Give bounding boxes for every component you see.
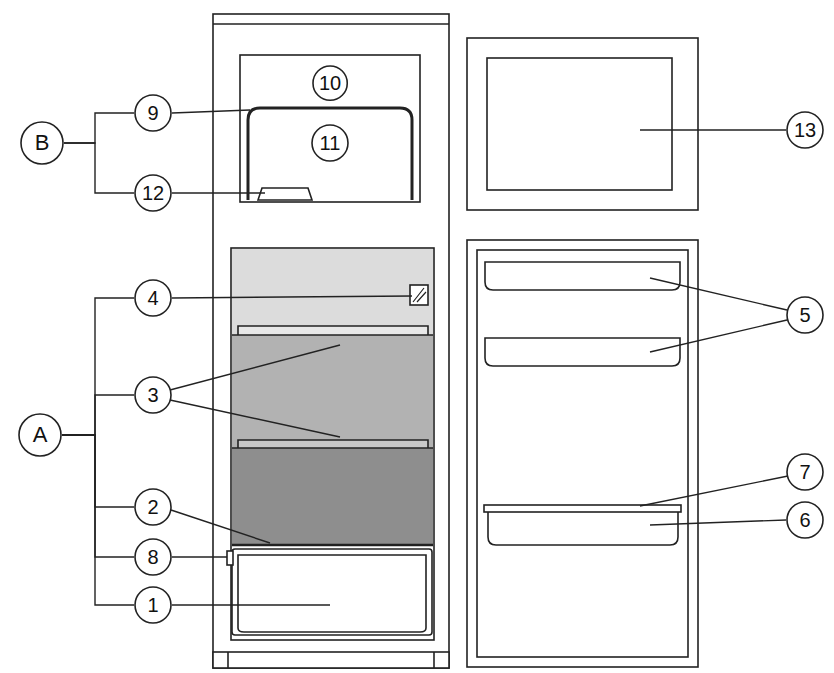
bracket-line — [64, 143, 134, 193]
fridge-door — [467, 240, 698, 667]
callout-number: 4 — [147, 288, 158, 308]
freezer-basket — [248, 108, 412, 200]
callout-number: 11 — [320, 133, 341, 153]
bracket-line — [62, 435, 134, 605]
callout-number: 12 — [142, 183, 164, 203]
callout-circle: 13 — [786, 111, 824, 149]
callout-circle: 10 — [312, 65, 348, 101]
door-shelf — [485, 262, 680, 290]
callout-number: 10 — [319, 73, 341, 93]
callout-number: 6 — [799, 510, 810, 530]
fridge-compartment — [231, 248, 434, 640]
glass-shelf — [238, 440, 428, 448]
crisper-drawer — [232, 549, 432, 635]
bracket-line — [62, 395, 134, 435]
callout-circle: 6 — [786, 501, 824, 539]
callout-circle: 12 — [134, 174, 172, 212]
bracket-line — [62, 298, 134, 435]
callout-number: 1 — [147, 595, 158, 615]
callout-circle: B — [20, 121, 64, 165]
callout-circle: 4 — [134, 279, 172, 317]
callout-circle: 8 — [134, 538, 172, 576]
freezer-compartment — [240, 55, 420, 202]
bracket-line — [62, 435, 134, 507]
freezer-door — [467, 38, 698, 210]
callout-number: A — [33, 424, 48, 446]
callout-circle: 1 — [134, 586, 172, 624]
callout-number: 5 — [799, 305, 810, 325]
callout-number: 3 — [147, 385, 158, 405]
ice-tray — [258, 188, 312, 200]
bracket-line — [62, 435, 134, 557]
callout-circle: 3 — [134, 376, 172, 414]
callout-circle: 2 — [134, 488, 172, 526]
leader-lines — [170, 110, 788, 605]
cabinet-body — [213, 14, 449, 668]
thermostat — [410, 285, 428, 305]
callout-circle: 5 — [786, 296, 824, 334]
drawer-glass — [227, 551, 233, 565]
callout-circle: 9 — [134, 94, 172, 132]
bottle-rail — [484, 505, 681, 512]
callout-circle: 11 — [311, 124, 349, 162]
callout-number: 8 — [147, 547, 158, 567]
callout-circle: A — [18, 413, 62, 457]
glass-shelf — [238, 326, 428, 335]
callout-number: 13 — [794, 120, 816, 140]
bottle-shelf — [488, 512, 678, 545]
callout-number: 9 — [147, 103, 158, 123]
callout-number: 7 — [799, 462, 810, 482]
bracket-line — [64, 113, 134, 143]
callout-number: B — [35, 132, 50, 154]
callout-circle: 7 — [786, 453, 824, 491]
callout-number: 2 — [147, 497, 158, 517]
